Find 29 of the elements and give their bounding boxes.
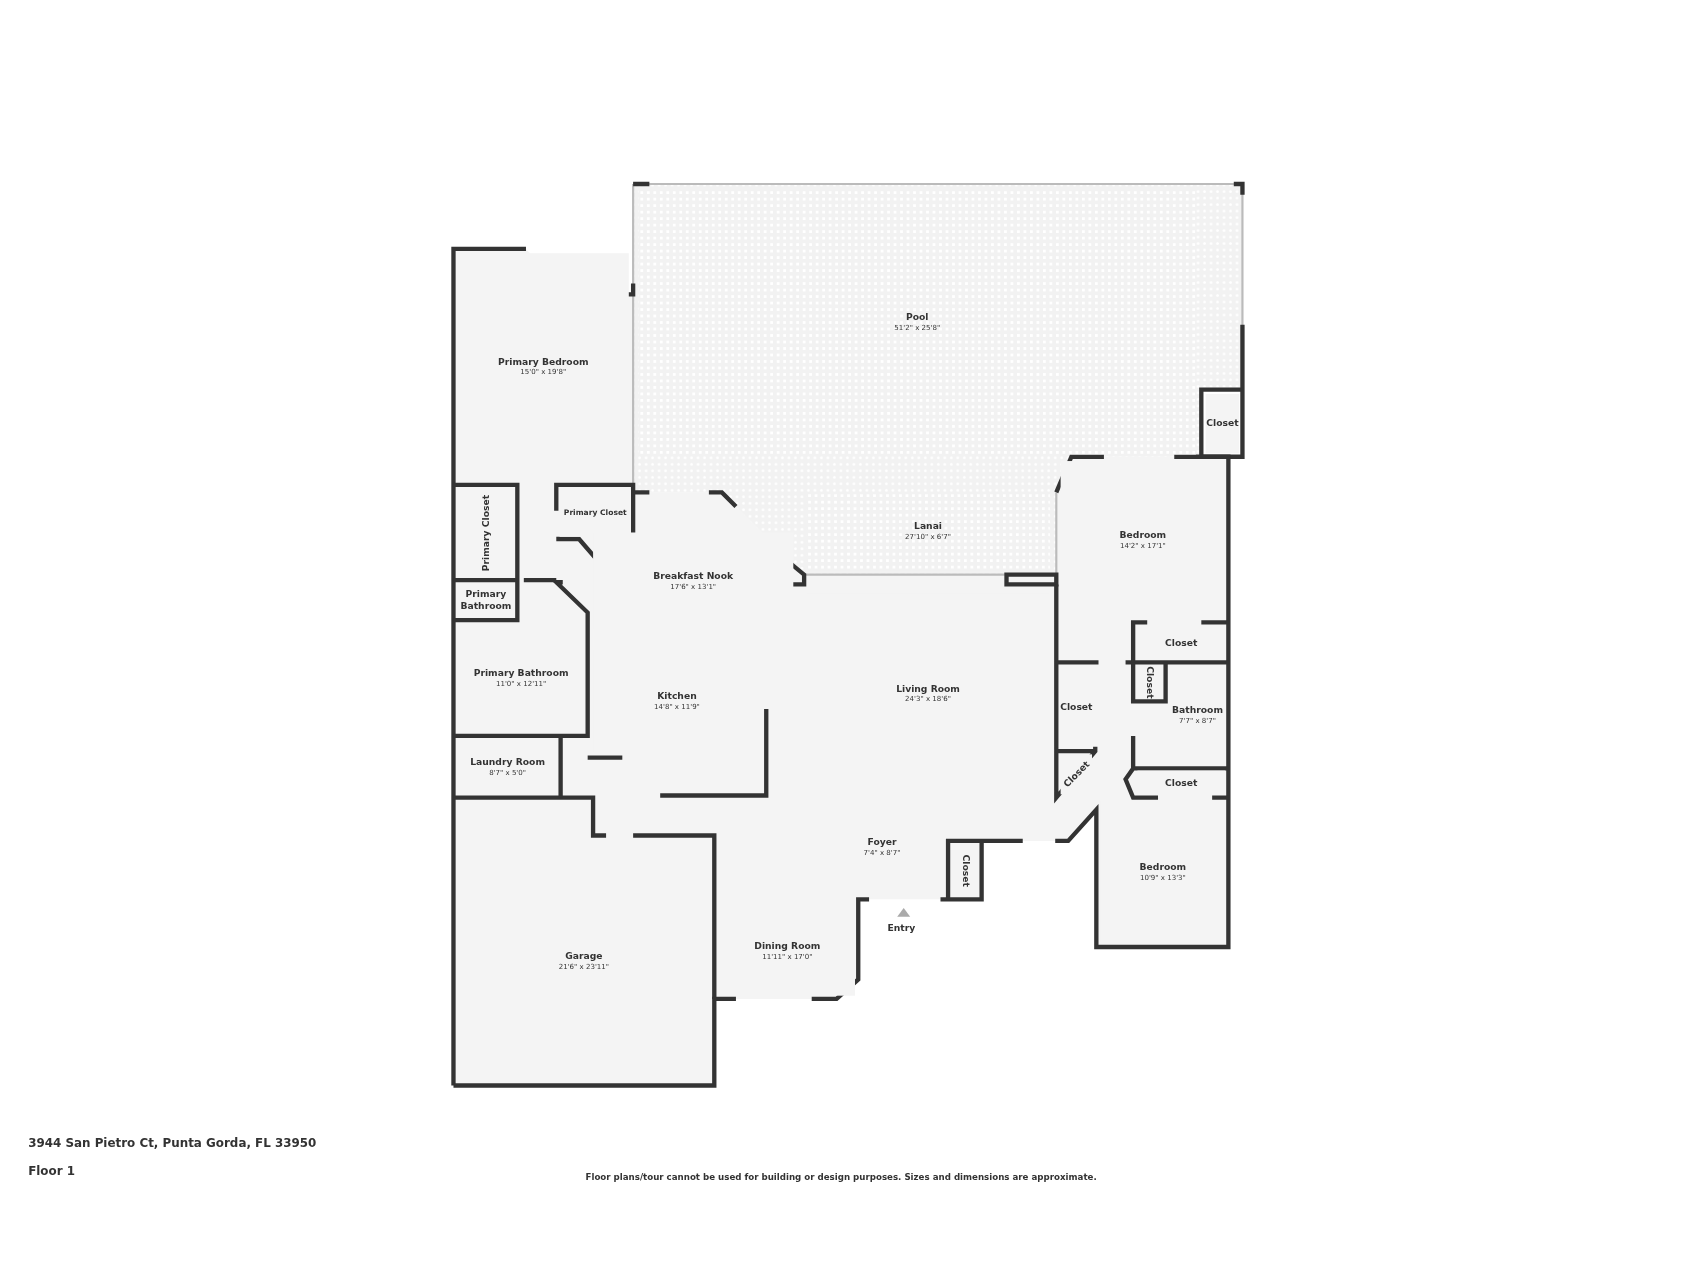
floor-label: Floor 1 [28,1164,75,1179]
tiled-area [638,189,1196,455]
room-name: Garage [565,950,603,963]
room-name: Bedroom [1119,529,1167,542]
room-name: Kitchen [657,689,697,702]
room-name: Foyer [867,836,897,848]
room-area [1205,393,1240,454]
entry-label: Entry [887,922,916,933]
room-name: Primary Closet [480,494,492,572]
room-name: Primary Bedroom [498,356,589,368]
room-name: Bedroom [1139,860,1187,873]
room-name: Laundry Room [470,756,545,769]
room-name: Living Room [896,682,960,695]
room-name: Primary Bathroom [473,667,569,680]
tiled-area [806,492,1050,571]
address-text: 3944 San Pietro Ct, Punta Gorda, FL 33950 [28,1136,317,1151]
room-name: Closet [1165,776,1198,789]
room-name: Bathroom [1172,704,1223,717]
room-name: Breakfast Nook [653,570,734,583]
disclaimer-note: Floor plans/tour cannot be used for building or design purposes. Sizes and dimensions are approximate. [585,1172,1097,1182]
room-name: Closet [959,853,971,887]
room-name: Closet [1060,700,1093,713]
room-name: Closet [1206,417,1239,430]
room-name: Lanai [914,520,943,533]
room-name: Closet [1165,636,1198,649]
room-name: Primary Bathroom [459,588,513,613]
room-name: Pool [905,311,929,324]
room-name: Dining Room [754,940,821,953]
room-name: Closet [1143,665,1156,698]
